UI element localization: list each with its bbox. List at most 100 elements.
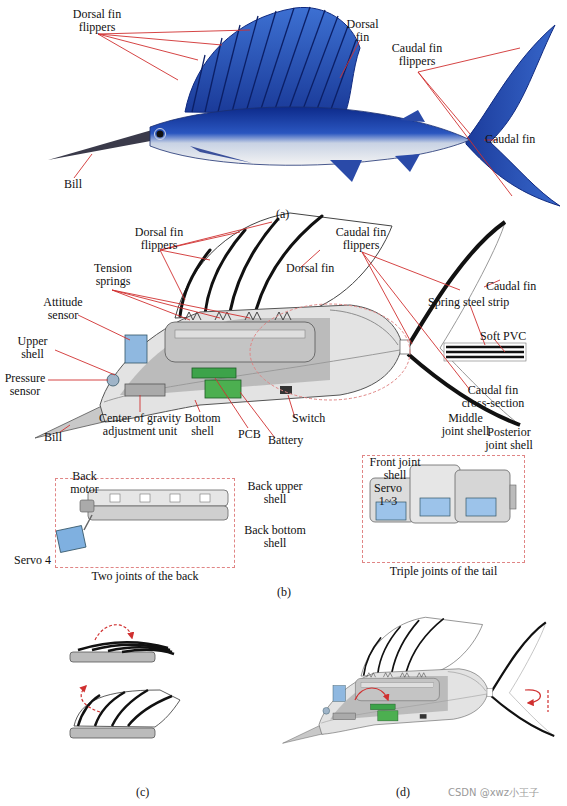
part-label: Servo 4 [14,554,59,567]
part-label: Back bottom shell [240,524,310,549]
dashed-callout [250,304,410,400]
part-label: Middle joint shell [438,412,493,437]
back-joints-drawing [56,526,86,553]
leader-line [74,30,520,196]
sailfish-drawing [400,110,425,122]
part-label: Spring steel strip [428,296,528,309]
sailfish-drawing [205,38,222,112]
sailfish-drawing [466,25,560,206]
robot-fish-drawing [35,213,520,438]
part-label: Tension springs [88,262,138,287]
sailfish-drawing [157,131,164,138]
sailfish-drawing [185,7,360,114]
sailfish-drawing [155,129,166,140]
part-label: Dorsal fin flippers [66,8,128,33]
sailfish-drawing [330,160,362,182]
part-label: Dorsal fin [340,18,385,43]
robot-fish-drawing [107,374,119,386]
part-label: Caudal fin flippers [386,42,448,67]
panel-label: (a) [276,208,306,221]
tail-joints-drawing [410,465,460,523]
robot-fish-drawing [125,384,165,396]
part-label: Upper shell [10,335,55,360]
motion-arrow [355,688,548,712]
back-joints-drawing [84,515,92,530]
cross-section-symbol [444,343,526,361]
robot-fish-drawing [205,230,245,314]
fin-folded-drawing [70,652,155,662]
motion-arrow [547,690,548,712]
robot-fish-drawing [100,305,402,422]
tail-joints-drawing [420,498,450,516]
part-label: Caudal fin flippers [330,226,392,251]
robot-fish-drawing [330,310,398,345]
leader-line [112,290,250,318]
leader-line [195,400,200,412]
leader-line [112,290,190,320]
part-label: Back motor [62,470,107,495]
leader-line [362,252,470,390]
robot-fish-drawing [175,330,305,338]
sailfish-drawing [330,40,356,112]
leader-line [48,222,505,438]
part-label: Posterior joint shell [480,426,538,451]
sailfish-drawing [274,7,310,112]
back-joints-drawing [140,494,150,502]
sailfish-drawing [302,16,338,112]
group-caption: Triple joints of the tail [343,565,544,578]
fin-raised-drawing [112,690,148,726]
sailfish-drawing [218,25,240,112]
back-joints-drawing [88,506,228,520]
sailfish-drawing [316,26,348,112]
part-label: Soft PVC [480,330,540,343]
leader-line [98,34,178,80]
leader-line [112,290,220,318]
part-label: Battery [268,434,313,447]
robot-fish-drawing [205,380,241,398]
tail-joints-drawing [455,470,510,522]
fin-raised-drawing [70,686,180,738]
watermark: CSDN @xwz小王子 [448,788,566,799]
motion-arrow [355,688,388,700]
part-label: Front joint shell [364,456,426,481]
fin-raised-drawing [95,692,125,726]
leader-line [74,154,92,178]
robot-fish-drawing [175,213,392,318]
leader-line [98,34,198,60]
panel-label: (d) [396,786,426,799]
back-joints-drawing [80,500,94,512]
fin-raised-drawing [128,696,172,726]
back-joints-drawing [56,490,228,552]
part-label: Bill [64,178,104,191]
robot-fish-drawing [283,617,555,743]
sailfish-drawing [395,154,420,172]
fin-raised-drawing [74,690,180,727]
part-label: Switch [292,412,337,425]
sailfish-drawing [190,146,252,163]
panel-label: (c) [136,786,166,799]
leader-line [340,40,360,78]
leader-line [78,315,130,340]
dashed-callout [250,304,410,400]
leader-line [55,350,115,375]
leader-line [362,252,412,344]
leader-line [98,34,222,45]
sailfish-drawing [260,8,294,112]
sailfish-drawing [192,55,205,112]
motion-arrow [525,690,540,703]
leader-line [98,30,250,34]
sailfish-drawing [150,107,470,165]
part-label: Dorsal fin flippers [128,226,190,251]
part-label: Bottom shell [180,412,225,437]
part-label: Caudal fin [485,133,560,146]
part-label: Attitude sensor [38,296,88,321]
leader-line [160,250,185,300]
cross-section-symbol [446,347,524,357]
robot-fish-drawing [192,368,236,378]
fin-raised-drawing [81,686,100,712]
fin-folded-drawing [70,625,174,662]
leader-line [48,380,108,381]
back-joints-drawing [110,494,120,502]
group-caption: Two joints of the back [36,570,254,583]
